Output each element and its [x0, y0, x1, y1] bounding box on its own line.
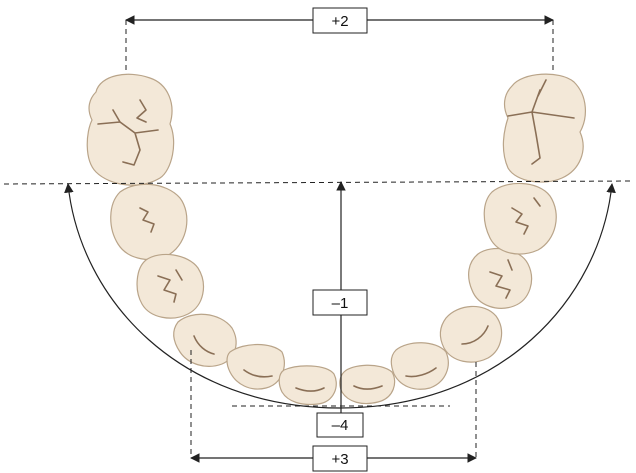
left-premolar-1-tooth [111, 184, 187, 259]
right-canine-tooth [440, 306, 501, 362]
svg-text:–1: –1 [332, 295, 349, 312]
right-molar-tooth [503, 74, 585, 182]
svg-text:+3: +3 [331, 451, 348, 468]
dental-arch [87, 74, 585, 404]
arch-perimeter-label: –4 [317, 413, 363, 437]
svg-text:–4: –4 [332, 417, 349, 434]
right-lateral-incisor-tooth [391, 343, 448, 390]
right-central-incisor-tooth [340, 365, 395, 403]
right-premolar-1-tooth [484, 183, 556, 254]
left-molar-tooth [87, 74, 173, 185]
left-central-incisor-tooth [279, 366, 336, 405]
left-premolar-2-tooth [137, 254, 203, 318]
intermolar-width-label: +2 [313, 8, 367, 33]
svg-text:+2: +2 [331, 13, 348, 30]
right-premolar-2-tooth [469, 249, 532, 309]
intercanine-width-label: +3 [313, 446, 367, 471]
arch-depth-label: –1 [313, 290, 367, 315]
left-lateral-incisor-tooth [227, 345, 284, 390]
